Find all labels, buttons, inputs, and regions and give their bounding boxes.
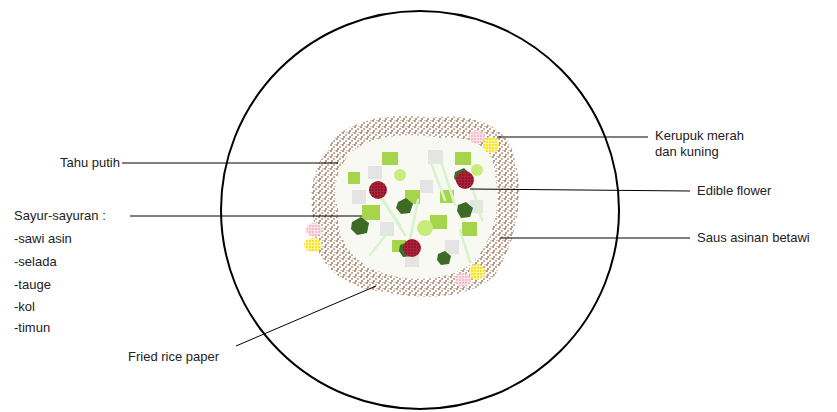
- component-label: Edible flower: [697, 183, 771, 199]
- list-item: -timun: [14, 320, 50, 336]
- component-label: Kerupuk merah dan kuning: [655, 128, 755, 161]
- list-item: -tauge: [14, 277, 51, 293]
- component-label: Tahu putih: [60, 155, 120, 171]
- list-item: -selada: [14, 254, 57, 270]
- list-item: -sawi asin: [14, 231, 72, 247]
- list-item: -kol: [14, 299, 35, 315]
- component-label: Fried rice paper: [128, 349, 219, 365]
- component-label: Sayur-sayuran :: [14, 208, 106, 224]
- component-label: Saus asinan betawi: [697, 230, 810, 246]
